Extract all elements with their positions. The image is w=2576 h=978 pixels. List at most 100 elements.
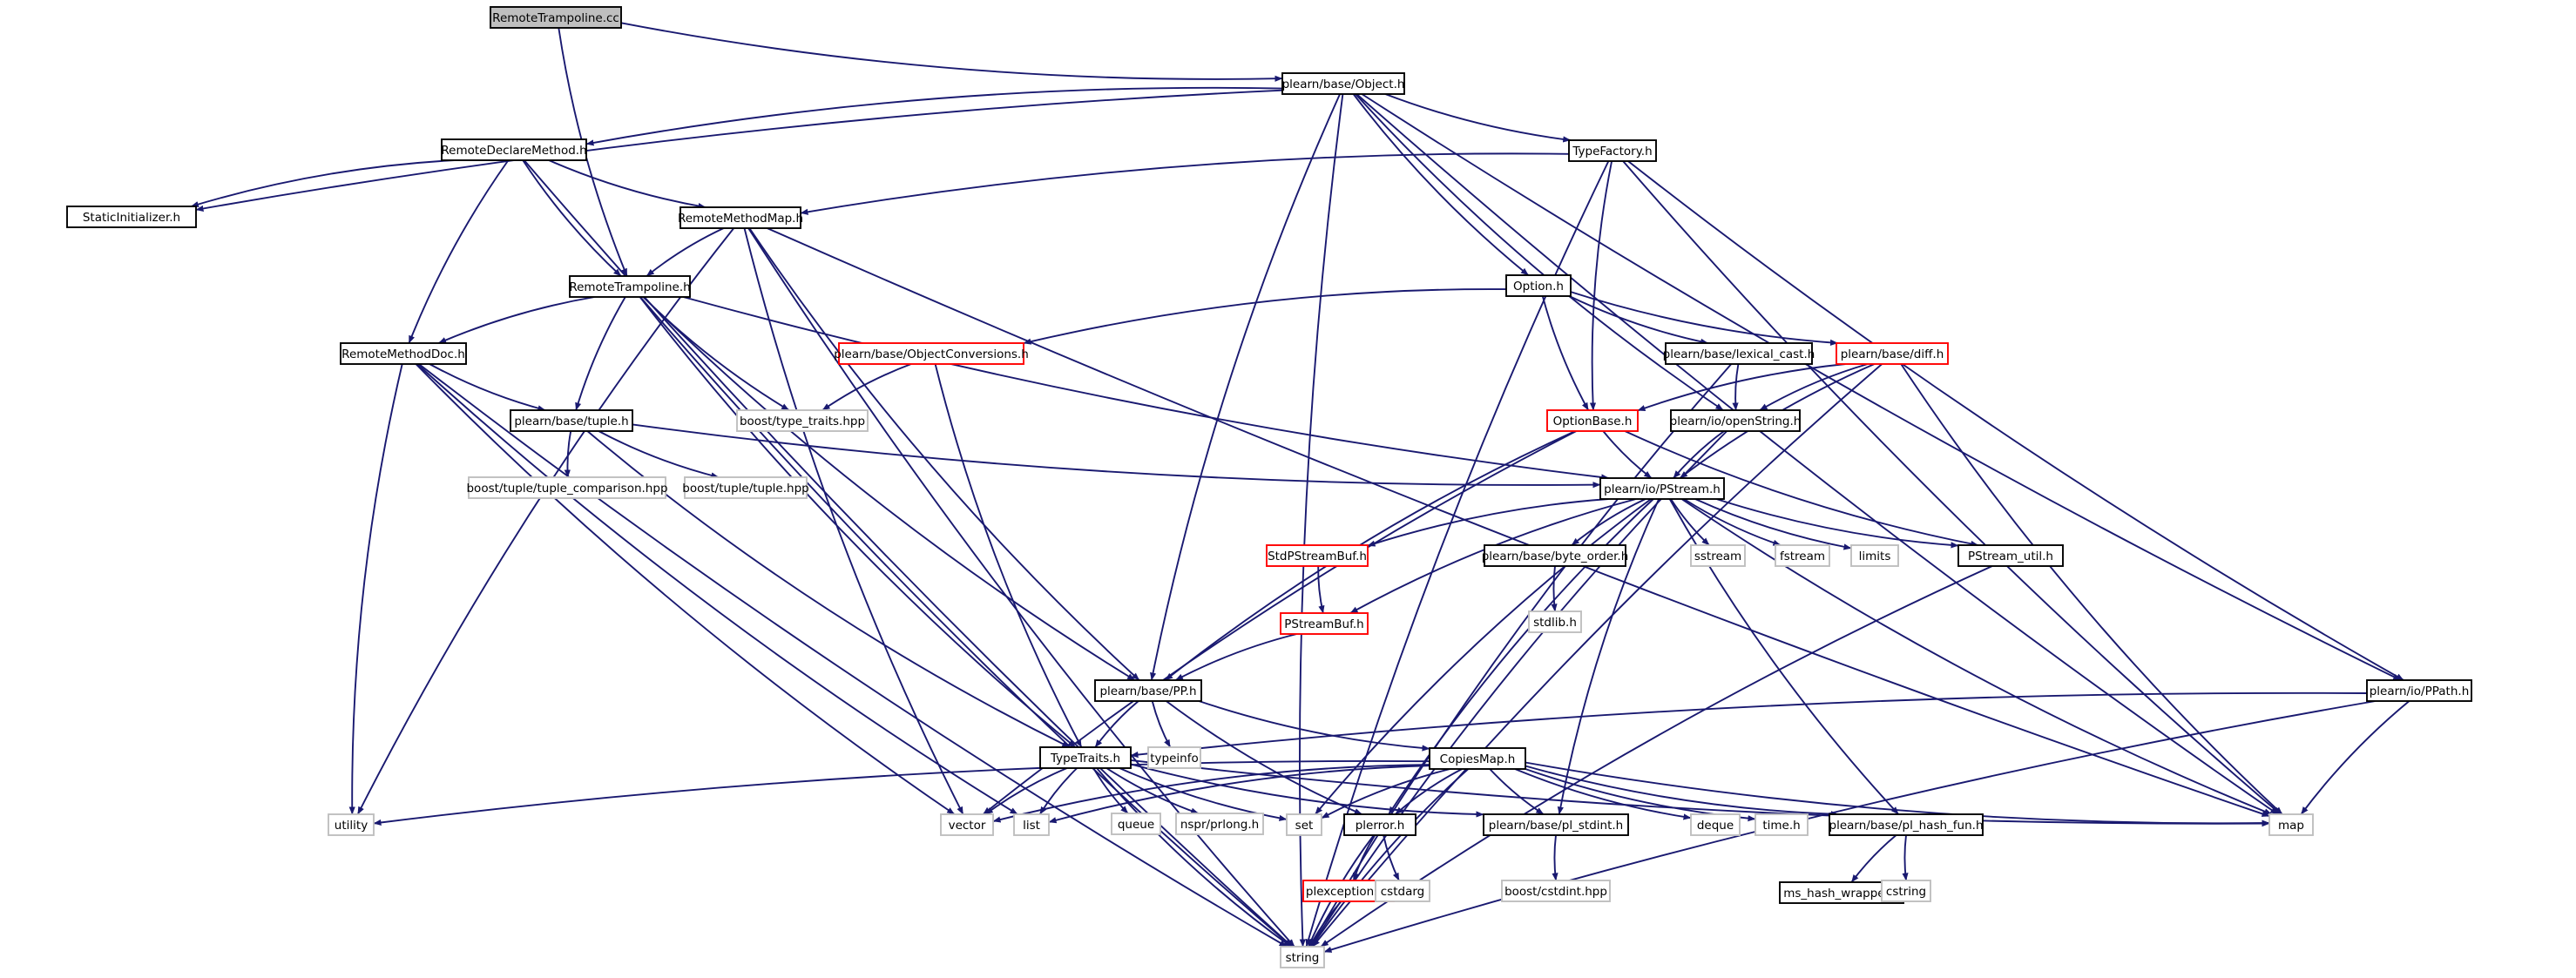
- edge-plearn-base-diff-h-to-optionbase-h: [1637, 363, 1846, 412]
- node-box: [2268, 813, 2314, 836]
- node-box: [1286, 813, 1322, 836]
- node-label: plearn/base/PP.h: [1099, 685, 1196, 698]
- node-box: [1266, 544, 1369, 567]
- node-box: [1881, 880, 1931, 902]
- node-remotemethoddoc-h[interactable]: RemoteMethodDoc.h: [340, 342, 467, 365]
- edge-option-h-to-optionbase-h: [1541, 295, 1590, 411]
- node-optionbase-h[interactable]: OptionBase.h: [1546, 409, 1639, 432]
- node-label: CopiesMap.h: [1440, 752, 1516, 766]
- node-box: [510, 409, 633, 432]
- node-boost-cstdint-hpp: boost/cstdint.hpp: [1501, 880, 1611, 902]
- edge-plearn-base-objectconversions-h-to-boost-type-traits-hpp: [821, 363, 912, 411]
- node-label: PStream_util.h: [1968, 550, 2053, 563]
- node-label: boost/type_traits.hpp: [740, 415, 865, 428]
- edge-copiesmap-h-to-utility: [373, 760, 1430, 826]
- edge-typetraits-h-to-nspr-prlong-h: [1105, 767, 1200, 814]
- node-staticinitializer-h[interactable]: StaticInitializer.h: [66, 206, 197, 228]
- node-plearn-io-openstring-h[interactable]: plearn/io/openString.h: [1670, 409, 1802, 432]
- node-string: string: [1280, 946, 1325, 968]
- node-plerror-h[interactable]: plerror.h: [1343, 813, 1416, 836]
- edge-remotemethodmap-h-to-map: [767, 227, 2270, 818]
- node-boost-tuple-tuple-comparison-hpp: boost/tuple/tuple_comparison.hpp: [466, 476, 668, 499]
- node-label: fstream: [1780, 550, 1825, 563]
- node-typefactory-h[interactable]: TypeFactory.h: [1568, 139, 1657, 162]
- node-box: [1039, 746, 1132, 769]
- node-remotetrampoline-h[interactable]: RemoteTrampoline.h: [569, 275, 691, 298]
- edge-plexceptions-h-to-string: [1308, 900, 1342, 948]
- node-stdpstreambuf-h[interactable]: StdPStreamBuf.h: [1266, 544, 1369, 567]
- edge-copiesmap-h-to-string: [1310, 768, 1470, 948]
- node-plearn-io-pstream-h[interactable]: plearn/io/PStream.h: [1599, 477, 1725, 500]
- node-label: PStreamBuf.h: [1284, 617, 1363, 631]
- edge-typetraits-h-to-plearn-base-pl-stdint-h: [1130, 763, 1484, 818]
- node-copiesmap-h[interactable]: CopiesMap.h: [1429, 747, 1526, 770]
- node-box: [1483, 813, 1629, 836]
- node-plearn-base-diff-h[interactable]: plearn/base/diff.h: [1836, 342, 1949, 365]
- node-plearn-base-pl-stdint-h[interactable]: plearn/base/pl_stdint.h: [1483, 813, 1629, 836]
- node-stdlib-h: stdlib.h: [1528, 610, 1582, 633]
- node-box: [1281, 72, 1405, 95]
- node-box: [1957, 544, 2064, 567]
- node-plearn-base-byte-order-h[interactable]: plearn/base/byte_order.h: [1482, 544, 1629, 567]
- edge-remotemethodmap-h-to-utility: [356, 227, 735, 815]
- node-label: plearn/base/Object.h: [1282, 78, 1405, 91]
- edge-remotemethodmap-h-to-remotetrampoline-h: [646, 227, 725, 277]
- node-list: list: [1013, 813, 1050, 836]
- node-plearn-base-pp-h[interactable]: plearn/base/PP.h: [1094, 679, 1202, 702]
- edge-plearn-base-object-h-to-staticinitializer-h: [195, 89, 1283, 212]
- edge-plearn-base-diff-h-to-string: [1311, 363, 1883, 948]
- edge-optionbase-h-to-pstream-util-h: [1624, 430, 1979, 547]
- edge-plearn-base-tuple-h-to-boost-tuple-tuple-hpp: [598, 430, 720, 479]
- node-typetraits-h[interactable]: TypeTraits.h: [1039, 746, 1132, 769]
- node-label: RemoteTrampoline.cc: [492, 11, 619, 25]
- node-plearn-base-pl-hash-fun-h[interactable]: plearn/base/pl_hash_fun.h: [1829, 813, 1984, 836]
- node-pstreambuf-h[interactable]: PStreamBuf.h: [1280, 612, 1369, 635]
- edge-copiesmap-h-to-plerror-h: [1395, 768, 1463, 815]
- edge-remotedeclaremethod-h-to-remotemethodmap-h: [548, 159, 707, 210]
- node-plearn-base-object-h[interactable]: plearn/base/Object.h: [1281, 72, 1405, 95]
- edge-remotemethoddoc-h-to-vector: [415, 363, 956, 815]
- node-label: stdlib.h: [1533, 616, 1577, 630]
- node-pstream-util-h[interactable]: PStream_util.h: [1957, 544, 2064, 567]
- node-cstring: cstring: [1881, 880, 1931, 902]
- edge-plearn-base-byte-order-h-to-stdlib-h: [1551, 565, 1558, 612]
- node-label: boost/tuple/tuple.hpp: [682, 482, 808, 496]
- node-remotedeclaremethod-h[interactable]: RemoteDeclareMethod.h: [441, 138, 587, 161]
- node-plearn-base-tuple-h[interactable]: plearn/base/tuple.h: [510, 409, 633, 432]
- node-box: [1147, 746, 1201, 769]
- edge-plearn-io-pstream-h-to-pstream-util-h: [1716, 498, 1959, 549]
- edge-copiesmap-h-to-list: [1048, 765, 1430, 824]
- edge-plearn-io-pstream-h-to-sstream: [1670, 498, 1710, 546]
- node-box: [1375, 880, 1430, 902]
- node-remotetrampoline-cc[interactable]: RemoteTrampoline.cc: [490, 6, 622, 29]
- edge-plearn-base-tuple-h-to-boost-tuple-tuple-comparison-hpp: [564, 430, 572, 478]
- node-box: [679, 206, 801, 229]
- edge-plearn-base-lexical-cast-h-to-string: [1308, 363, 1733, 948]
- edge-copiesmap-h-to-deque: [1514, 768, 1692, 820]
- edge-plearn-io-pstream-h-to-plearn-base-pl-stdint-h: [1557, 498, 1660, 815]
- edge-option-h-to-plearn-base-objectconversions-h: [1023, 288, 1507, 345]
- node-remotemethodmap-h[interactable]: RemoteMethodMap.h: [678, 206, 803, 229]
- edge-plearn-base-lexical-cast-h-to-plearn-io-openstring-h: [1732, 363, 1740, 411]
- node-label: plearn/base/diff.h: [1841, 347, 1944, 361]
- edge-plearn-io-pstream-h-to-plerror-h: [1388, 498, 1654, 815]
- node-plearn-io-ppath-h[interactable]: plearn/io/PPath.h: [2366, 679, 2472, 702]
- node-option-h[interactable]: Option.h: [1505, 274, 1572, 297]
- edge-remotetrampoline-h-to-plearn-base-pp-h: [642, 296, 1136, 681]
- edge-plearn-io-pstream-h-to-map: [1680, 498, 2273, 815]
- edge-copiesmap-h-to-plearn-base-pl-stdint-h: [1489, 768, 1545, 815]
- node-label: boost/tuple/tuple_comparison.hpp: [466, 482, 667, 496]
- edge-plearn-base-tuple-h-to-plearn-io-pstream-h: [632, 423, 1601, 489]
- edge-remotetrampoline-h-to-string: [639, 296, 1293, 948]
- edge-plearn-base-pl-hash-fun-h-to-cstring: [1902, 834, 1909, 881]
- node-nspr-prlong-h: nspr/prlong.h: [1175, 813, 1264, 835]
- edge-remotetrampoline-h-to-remotemethoddoc-h: [438, 296, 595, 344]
- node-box: [1568, 139, 1657, 162]
- node-plearn-base-objectconversions-h[interactable]: plearn/base/ObjectConversions.h: [834, 342, 1029, 365]
- edge-plearn-io-openstring-h-to-plearn-io-pstream-h: [1673, 430, 1725, 479]
- node-box: [1429, 747, 1526, 770]
- edge-plearn-io-pstream-h-to-fstream: [1683, 498, 1782, 546]
- edge-typefactory-h-to-optionbase-h: [1589, 160, 1613, 411]
- node-plearn-base-lexical-cast-h[interactable]: plearn/base/lexical_cast.h: [1663, 342, 1815, 365]
